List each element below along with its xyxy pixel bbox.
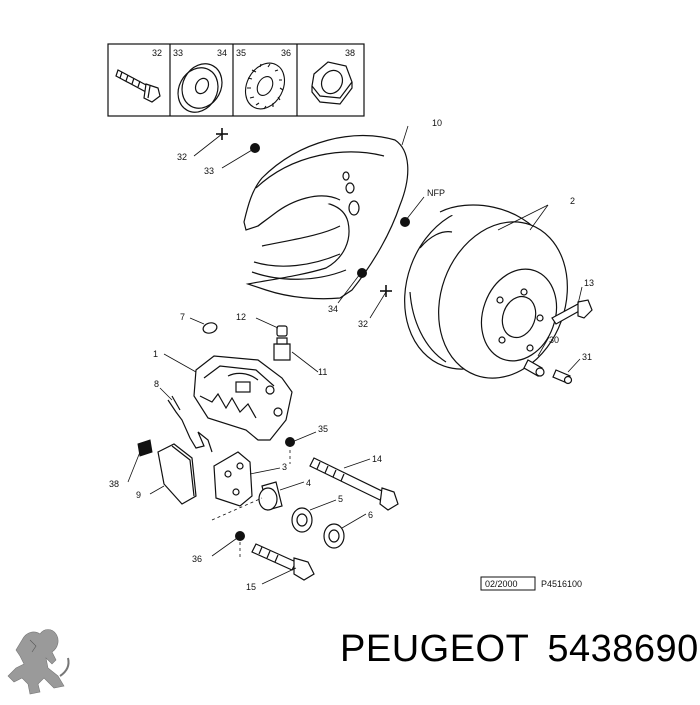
figure-code: P4516100 — [541, 579, 582, 589]
callout-36: 36 — [192, 554, 202, 564]
legend-label-33: 33 — [173, 48, 183, 58]
spring-clip-8 — [167, 395, 213, 453]
callout-32-top: 32 — [177, 152, 187, 162]
bleed-cap-11 — [273, 337, 291, 361]
bolt-13 — [551, 299, 593, 325]
callout-31: 31 — [582, 352, 592, 362]
callout-9: 9 — [136, 490, 141, 500]
callout-10: 10 — [432, 118, 442, 128]
nut-38-icon — [311, 61, 353, 105]
brake-disc-2 — [404, 204, 568, 379]
serrated-washer-35-icon — [244, 62, 286, 110]
leader-lines — [127, 125, 583, 585]
guide-bolt-15 — [251, 543, 315, 581]
part-number: 5438690 — [547, 628, 699, 670]
callout-34: 34 — [328, 304, 338, 314]
torque-marker-dots — [235, 143, 410, 541]
pin-30 — [523, 359, 545, 377]
callout-7: 7 — [180, 312, 185, 322]
callout-15: 15 — [246, 582, 256, 592]
callout-30: 30 — [549, 335, 559, 345]
callout-8: 8 — [154, 379, 159, 389]
callout-2: 2 — [570, 196, 575, 206]
legend-label-34: 34 — [217, 48, 227, 58]
caliper-bracket-3 — [213, 451, 253, 507]
callout-35: 35 — [318, 424, 328, 434]
brand-name: PEUGEOT — [340, 628, 530, 670]
washer-6 — [323, 523, 345, 549]
legend-label-32: 32 — [152, 48, 162, 58]
legend-label-38: 38 — [345, 48, 355, 58]
callout-33: 33 — [204, 166, 214, 176]
callout-5: 5 — [338, 494, 343, 504]
peugeot-lion-logo-icon — [7, 629, 70, 695]
brand-part-number: PEUGEOT 5438690 — [340, 628, 699, 671]
callout-11: 11 — [318, 367, 327, 377]
legend-box — [107, 43, 365, 117]
callout-13: 13 — [584, 278, 594, 288]
date-code: 02/2000 — [485, 579, 518, 589]
callout-nfp: NFP — [427, 188, 445, 198]
bolt-32-icon — [115, 69, 161, 103]
callout-4: 4 — [306, 478, 311, 488]
pin-31 — [552, 369, 573, 385]
brake-caliper-1 — [193, 355, 293, 441]
date-code-box — [480, 576, 536, 591]
callout-1: 1 — [153, 349, 158, 359]
dust-shield-10 — [243, 134, 409, 300]
callout-3: 3 — [282, 462, 287, 472]
callout-14: 14 — [372, 454, 382, 464]
bushing-4 — [258, 481, 283, 511]
washer-33-icon — [177, 63, 223, 113]
bleed-screw-12 — [276, 325, 288, 337]
callout-6: 6 — [368, 510, 373, 520]
washer-5 — [291, 507, 313, 533]
cap-7 — [202, 322, 218, 334]
callout-32-bottom: 32 — [358, 319, 368, 329]
callout-38: 38 — [109, 479, 119, 489]
shim-38 — [137, 439, 153, 457]
brake-pad-9 — [157, 443, 197, 505]
callout-12: 12 — [236, 312, 246, 322]
legend-label-35: 35 — [236, 48, 246, 58]
cross-markers — [216, 128, 392, 297]
guide-bolt-14 — [309, 457, 399, 511]
legend-label-36: 36 — [281, 48, 291, 58]
